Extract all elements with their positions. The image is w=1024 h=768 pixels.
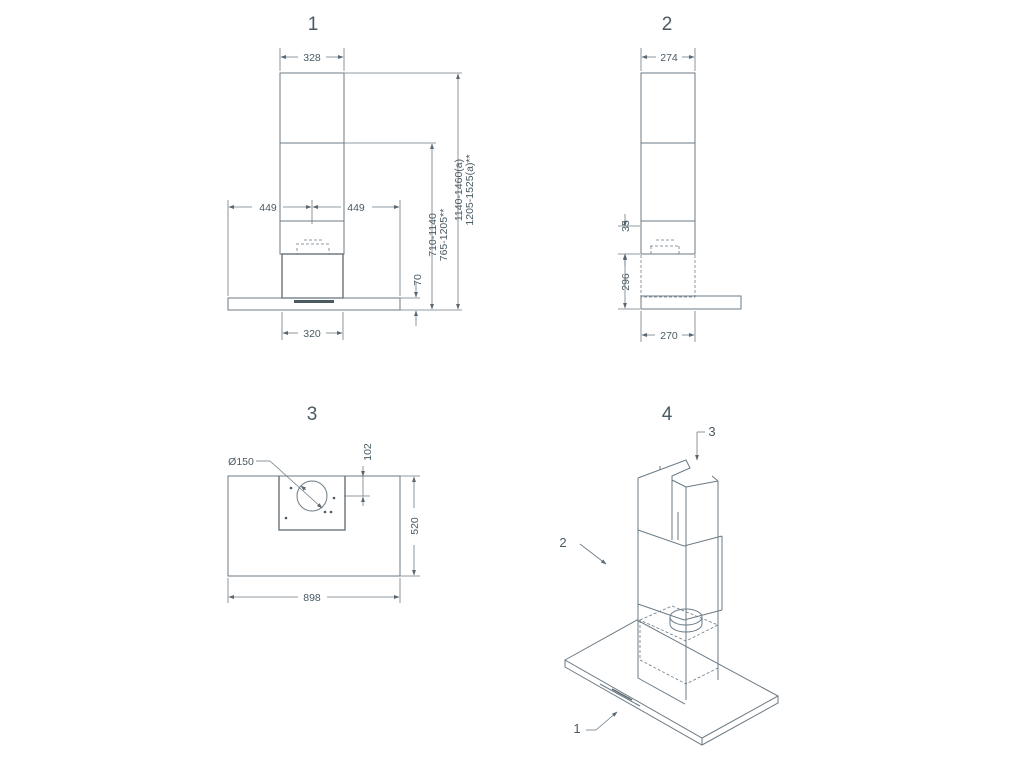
view-3-number: 3: [307, 404, 318, 425]
dim-box-height: 296: [620, 273, 632, 291]
chimney-footprint: [278, 476, 346, 531]
callout-3: 3: [708, 424, 715, 439]
view-1-number: 1: [308, 14, 319, 35]
motor-box: [281, 253, 344, 299]
dim-width-top: 274: [660, 52, 678, 64]
dim-height-4: 1205-1525(a)**: [464, 154, 476, 225]
dim-diameter: Ø150: [228, 456, 254, 468]
dim-depth: 520: [409, 517, 421, 535]
dim-width-bottom: 270: [660, 330, 678, 342]
dim-canopy-height: 70: [412, 274, 424, 286]
callout-1: 1: [573, 721, 580, 736]
view-4-number: 4: [662, 404, 673, 425]
dim-left-ext: 449: [259, 202, 277, 214]
view-2-side: 2 274 35 296 270: [618, 14, 742, 342]
control-panel: [294, 300, 334, 303]
canopy: [227, 297, 401, 311]
dim-width-bottom: 320: [303, 328, 321, 340]
view-4-isometric: 4 3 2 1: [559, 404, 780, 746]
dim-right-ext: 449: [347, 202, 365, 214]
canopy-side: [640, 295, 742, 310]
dim-gap: 35: [620, 220, 632, 232]
dim-width: 898: [303, 592, 321, 604]
canopy-outline: [227, 475, 401, 577]
chimney-upper: [279, 72, 345, 144]
dim-offset: 102: [362, 443, 374, 461]
callout-2: 2: [559, 535, 566, 550]
dim-height-3: 1140-1460(a): [453, 159, 465, 221]
view-1-front: 1 328 449 449 320: [227, 14, 476, 340]
duct-outlet: [296, 480, 328, 512]
motor-box: [640, 253, 696, 298]
chimney-base: [279, 220, 345, 255]
chimney-base: [640, 220, 696, 255]
dim-height-2: 765-1205**: [438, 209, 450, 262]
view-2-number: 2: [662, 14, 673, 35]
control-panel: [611, 688, 633, 701]
upper-cover-top: [637, 459, 691, 480]
chimney-upper: [640, 72, 696, 144]
dim-height-1: 710-1140: [427, 213, 439, 257]
dim-width-top: 328: [303, 52, 321, 64]
chimney-lower: [640, 142, 696, 222]
view-3-top: 3 Ø150 102 520 898: [227, 404, 421, 604]
